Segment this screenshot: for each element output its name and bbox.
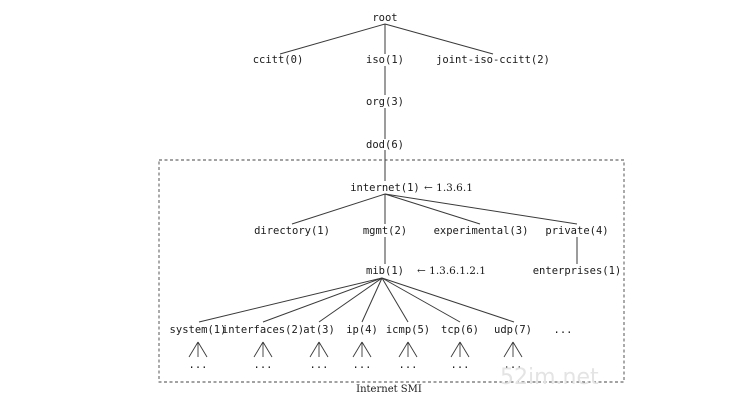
node-internet: internet(1) [350,182,420,194]
leaf-stubs [188,341,523,358]
edge-root-ccitt [279,23,386,55]
node-at: at(3) [303,324,335,336]
annotation-mib-oid: ← 1.3.6.1.2.1 [417,265,486,277]
node-ip: ip(4) [346,324,378,336]
node-org: org(3) [366,96,404,108]
ellipsis-udp: ... [504,359,523,371]
stub-interfaces [253,341,273,358]
ellipsis-at: ... [310,359,329,371]
tree-edges [198,23,578,323]
annotation-internet-oid: ← 1.3.6.1 [424,182,473,194]
edge-internet-private [384,193,578,225]
edge-mib-interfaces [262,277,383,323]
node-mgmt: mgmt(2) [363,225,407,237]
node-ccitt: ccitt(0) [253,54,304,66]
node-mib: mib(1) [366,265,404,277]
internet-smi-box [158,159,625,383]
ellipsis-system: ... [189,359,208,371]
stub-system [188,341,208,358]
node-tcp: tcp(6) [441,324,479,336]
edge-mib-system [198,277,383,323]
node-root: root [372,12,397,24]
edge-mib-icmp [381,277,409,323]
ellipsis-tcp: ... [451,359,470,371]
ellipsis-interfaces: ... [254,359,273,371]
edge-mib-tcp [381,277,461,323]
node-more-ellipsis: ... [554,324,573,336]
ellipsis-icmp: ... [399,359,418,371]
edge-internet-experimental [384,193,481,225]
edge-root-joint [384,23,494,55]
stub-icmp [398,341,418,358]
node-directory: directory(1) [254,225,330,237]
stub-tcp [450,341,470,358]
tree-nodes: root ccitt(0) iso(1) joint-iso-ccitt(2) … [170,12,622,336]
ellipsis-ip: ... [353,359,372,371]
node-interfaces: interfaces(2) [222,324,304,336]
stub-at [309,341,329,358]
node-joint-iso-ccitt: joint-iso-ccitt(2) [436,54,550,66]
node-system: system(1) [170,324,227,336]
leaf-ellipses: ... ... ... ... ... ... ... [189,359,523,371]
node-enterprises: enterprises(1) [533,265,622,277]
node-private: private(4) [545,225,608,237]
node-udp: udp(7) [494,324,532,336]
stub-ip [352,341,372,358]
node-iso: iso(1) [366,54,404,66]
edge-internet-directory [291,193,386,225]
edge-mib-ip [361,277,383,323]
node-icmp: icmp(5) [386,324,430,336]
node-experimental: experimental(3) [434,225,529,237]
watermark-text: 52im.net [500,365,599,390]
internet-smi-label: Internet SMI [356,384,422,395]
stub-udp [503,341,523,358]
edge-mib-at [318,277,383,323]
edge-mib-udp [381,277,515,323]
node-dod: dod(6) [366,139,404,151]
